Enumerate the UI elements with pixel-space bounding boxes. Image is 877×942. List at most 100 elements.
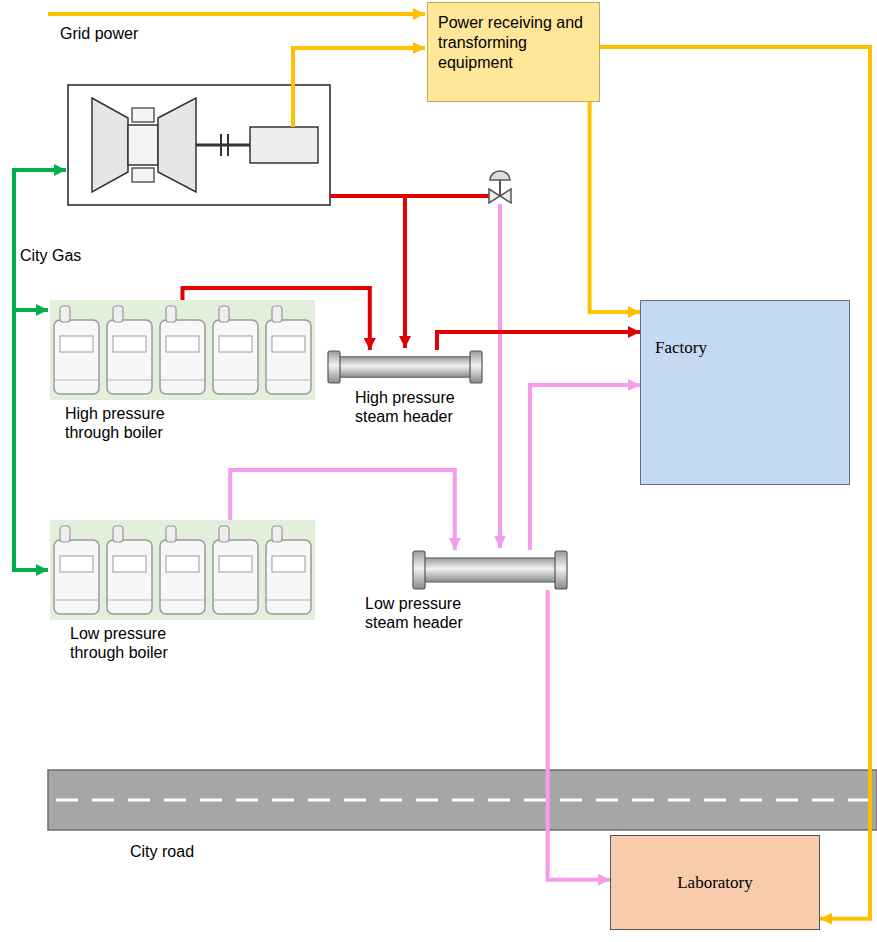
combustor-chamber — [132, 108, 154, 122]
boiler-unit — [213, 306, 258, 394]
boiler-unit — [266, 526, 311, 614]
boiler-burner — [113, 306, 123, 322]
road-center-line — [56, 799, 877, 802]
header-flange — [470, 351, 482, 383]
header-flange — [413, 551, 425, 589]
boiler-seam — [160, 379, 205, 380]
boiler-panel — [60, 336, 93, 352]
coupling-mark — [220, 134, 222, 156]
boiler-unit — [107, 306, 152, 394]
boiler-seam — [107, 599, 152, 600]
turbine-steam-line — [330, 194, 489, 198]
turbine-frame — [68, 85, 330, 205]
boiler-body — [266, 320, 311, 394]
caption-block: High pressure steam header — [355, 388, 480, 426]
boiler-illustration — [50, 520, 315, 620]
boiler-burner — [272, 306, 282, 322]
boiler-group: High pressure through boiler — [50, 300, 315, 400]
boiler-seam — [160, 599, 205, 600]
boiler-burner — [60, 306, 70, 322]
source-label: City Gas — [20, 246, 81, 265]
flow-connector — [437, 332, 640, 350]
boiler-body — [160, 320, 205, 394]
header-flange — [328, 351, 340, 383]
reduced-steam-line — [498, 204, 502, 548]
facility-box: Laboratory — [610, 835, 820, 930]
boiler-body — [213, 540, 258, 614]
boiler-panel — [166, 556, 199, 572]
equipment-label: High pressure through boiler — [65, 404, 190, 442]
road-label: City road — [130, 842, 194, 861]
boiler-unit — [160, 526, 205, 614]
flow-connector — [600, 47, 870, 919]
boiler-panel — [113, 556, 146, 572]
generator-power-line — [293, 48, 425, 127]
flow-connector — [548, 590, 610, 880]
boiler-panel — [272, 556, 305, 572]
boiler-group: Low pressure through boiler — [50, 520, 315, 620]
boiler-seam — [107, 379, 152, 380]
equipment-label: Low pressure steam header — [365, 594, 490, 632]
steam-header: Low pressure steam header — [410, 550, 570, 590]
boiler-body — [213, 320, 258, 394]
flow-connector — [530, 385, 640, 550]
equipment-label: High pressure steam header — [355, 388, 480, 426]
boiler-ground — [50, 300, 315, 400]
gas-turbine-generator — [68, 85, 330, 205]
boiler-body — [54, 540, 99, 614]
combustor-chamber — [132, 168, 154, 182]
boiler-seam — [54, 379, 99, 380]
compressor-symbol — [92, 98, 128, 192]
box-text: Power receiving and transforming equipme… — [438, 13, 589, 73]
box-text: Factory — [655, 337, 835, 358]
boiler-burner — [272, 526, 282, 542]
valve-body — [500, 189, 511, 203]
boiler-body — [107, 540, 152, 614]
equipment-label: Low pressure through boiler — [70, 624, 195, 662]
boiler-burner — [166, 526, 176, 542]
valve-body — [489, 189, 500, 203]
boiler-body — [160, 540, 205, 614]
header-illustration — [325, 350, 485, 384]
boiler-unit — [54, 526, 99, 614]
grid-power-line — [48, 12, 425, 16]
combustor-symbol — [128, 125, 158, 165]
caption-block: Low pressure through boiler — [70, 624, 195, 662]
valve-actuator — [490, 171, 510, 180]
boiler-unit — [54, 306, 99, 394]
boiler-panel — [219, 336, 252, 352]
boiler-seam — [213, 599, 258, 600]
city-gas-branch — [14, 308, 48, 312]
boiler-panel — [60, 556, 93, 572]
boiler-panel — [113, 336, 146, 352]
boiler-panel — [272, 336, 305, 352]
header-pipe — [337, 357, 473, 377]
boiler-panel — [219, 556, 252, 572]
boiler-seam — [266, 599, 311, 600]
source-label: Grid power — [60, 24, 138, 43]
boiler-burner — [60, 526, 70, 542]
caption-block: Low pressure steam header — [365, 594, 490, 632]
caption-block: High pressure through boiler — [65, 404, 190, 442]
pressure-reducing-valve — [489, 171, 511, 203]
boiler-burner — [219, 306, 229, 322]
generator-symbol — [250, 127, 318, 163]
equipment-box: Power receiving and transforming equipme… — [427, 2, 600, 102]
steam-header: High pressure steam header — [325, 350, 485, 384]
boiler-burner — [219, 526, 229, 542]
turbine-steam-drop — [403, 196, 407, 348]
boiler-unit — [107, 526, 152, 614]
coupling-mark — [227, 134, 229, 156]
header-illustration — [410, 550, 570, 590]
boiler-unit — [266, 306, 311, 394]
boiler-body — [266, 540, 311, 614]
turbine-symbol — [158, 98, 196, 192]
header-flange — [555, 551, 567, 589]
boiler-body — [54, 320, 99, 394]
header-pipe — [422, 558, 558, 582]
box-text: Laboratory — [625, 872, 805, 893]
shaft-line — [196, 144, 250, 147]
boiler-illustration — [50, 300, 315, 400]
boiler-ground — [50, 520, 315, 620]
